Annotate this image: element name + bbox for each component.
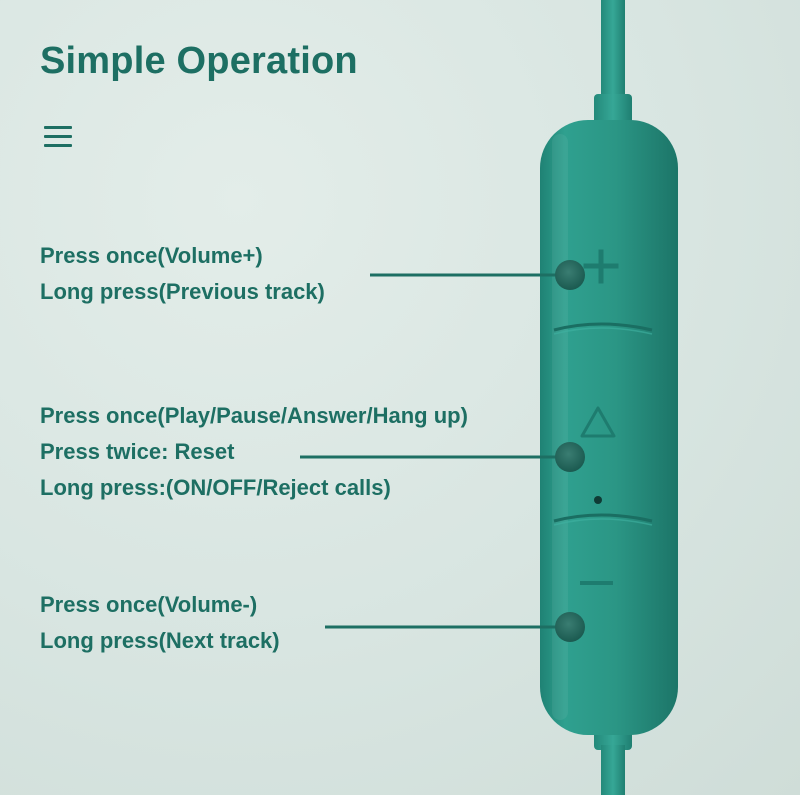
menu-icon[interactable]	[44, 126, 72, 148]
instruction-line: Press once(Play/Pause/Answer/Hang up)	[40, 403, 468, 428]
instruction-line: Press once(Volume+)	[40, 243, 263, 268]
instruction-line: Long press(Next track)	[40, 628, 280, 653]
instruction-line: Press twice: Reset	[40, 439, 235, 464]
volume-up-instructions: Press once(Volume+) Long press(Previous …	[40, 238, 325, 310]
page-title: Simple Operation	[40, 40, 358, 82]
instruction-line: Press once(Volume-)	[40, 592, 258, 617]
instruction-line: Long press:(ON/OFF/Reject calls)	[40, 475, 391, 500]
volume-down-instructions: Press once(Volume-) Long press(Next trac…	[40, 587, 280, 659]
play-pause-instructions: Press once(Play/Pause/Answer/Hang up) Pr…	[40, 398, 468, 506]
instruction-line: Long press(Previous track)	[40, 279, 325, 304]
